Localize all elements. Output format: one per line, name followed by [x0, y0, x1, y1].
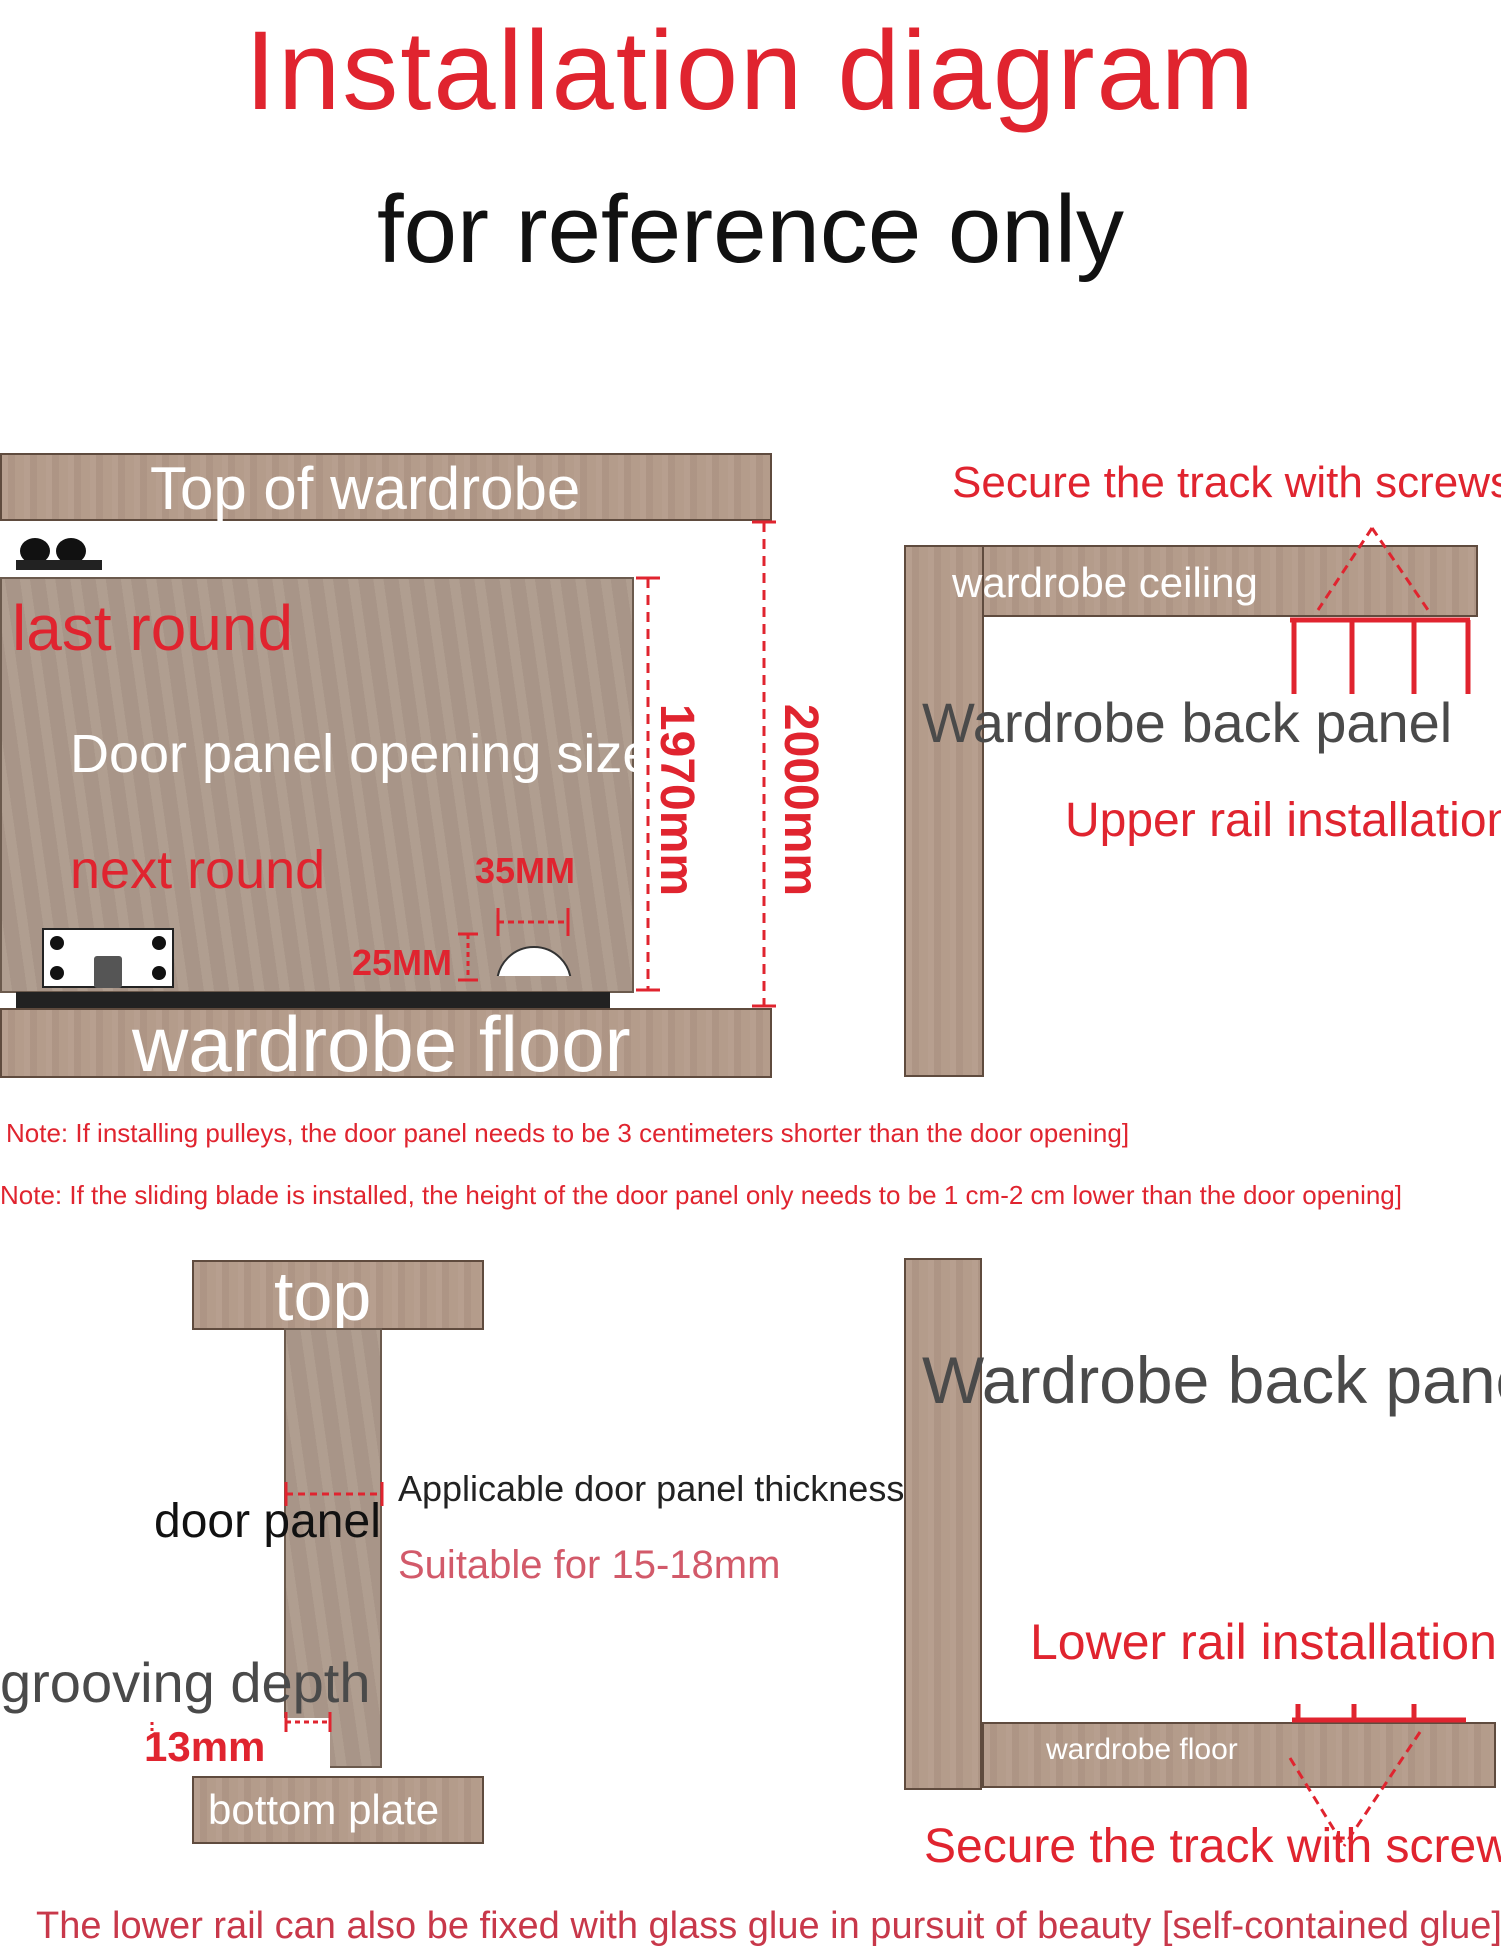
- door-panel-label: door panel: [154, 1495, 381, 1548]
- back-panel-upper: [904, 545, 984, 1077]
- wardrobe-ceiling-label: wardrobe ceiling: [952, 559, 1258, 606]
- upper-screw-pointer: [1316, 527, 1430, 611]
- wardrobe-top-board: [0, 453, 772, 521]
- dim-25mm-label: 25MM: [352, 942, 453, 983]
- groove-notch: [284, 1718, 330, 1770]
- top-board-label: top: [274, 1257, 372, 1335]
- secure-track-bottom-label: Secure the track with screws: [924, 1820, 1501, 1873]
- grooving-depth-label: grooving depth: [0, 1651, 371, 1714]
- top-board-small: [192, 1260, 484, 1330]
- lower-roller-block-icon: [42, 928, 174, 988]
- thickness-label: Applicable door panel thickness: [398, 1468, 905, 1509]
- door-panel: [0, 577, 634, 993]
- bottom-plate-label: bottom plate: [208, 1786, 440, 1833]
- groove-depth-marker: [150, 1712, 332, 1736]
- pulley-wheel-icon: [16, 536, 102, 576]
- secure-track-top-label: Secure the track with screws: [952, 458, 1501, 507]
- thickness-marker: [284, 1482, 384, 1506]
- lower-screw-marks: [1292, 1704, 1466, 1723]
- note-sliding-blade: Note: If the sliding blade is installed,…: [0, 1180, 1402, 1210]
- wardrobe-floor-label: wardrobe floor: [132, 1000, 631, 1088]
- lower-screw-pointer: [1288, 1731, 1422, 1847]
- upper-rail-label: Upper rail installation: [1065, 794, 1501, 847]
- diagram-title: Installation diagram: [244, 8, 1257, 133]
- upper-screw-marks: [1290, 617, 1471, 694]
- dim-35-line: [496, 908, 570, 936]
- wardrobe-floor-board-small: [982, 1722, 1496, 1788]
- wardrobe-floor-board: [0, 1008, 772, 1078]
- suitable-thickness-label: Suitable for 15-18mm: [398, 1543, 781, 1587]
- back-panel-label-bottom: Wardrobe back pane: [922, 1343, 1501, 1417]
- next-round-label: next round: [70, 840, 326, 900]
- diagram-subtitle: for reference only: [376, 176, 1125, 283]
- dim-2000-line: [752, 520, 776, 1008]
- opening-size-label: Door panel opening size: [70, 724, 653, 784]
- bottom-plate-board: [192, 1776, 484, 1844]
- depth-13mm-label: 13mm: [144, 1723, 266, 1770]
- dim-25-line: [458, 932, 478, 982]
- wardrobe-floor-small-label: wardrobe floor: [1046, 1733, 1238, 1766]
- lower-rail-label: Lower rail installation: [1030, 1614, 1497, 1670]
- back-panel-label-top: Wardrobe back panel: [922, 691, 1453, 754]
- note-pulleys: Note: If installing pulleys, the door pa…: [6, 1118, 1130, 1148]
- footer-glue-note: The lower rail can also be fixed with gl…: [36, 1905, 1501, 1947]
- last-round-label: last round: [12, 592, 294, 664]
- top-of-wardrobe-label: Top of wardrobe: [150, 455, 581, 522]
- floor-rail: [16, 992, 610, 1008]
- back-panel-lower: [904, 1258, 982, 1790]
- dim-35mm-label: 35MM: [475, 850, 576, 891]
- door-panel-side: [284, 1328, 382, 1768]
- dim-1970-line: [636, 576, 660, 992]
- wardrobe-ceiling-board: [982, 545, 1478, 617]
